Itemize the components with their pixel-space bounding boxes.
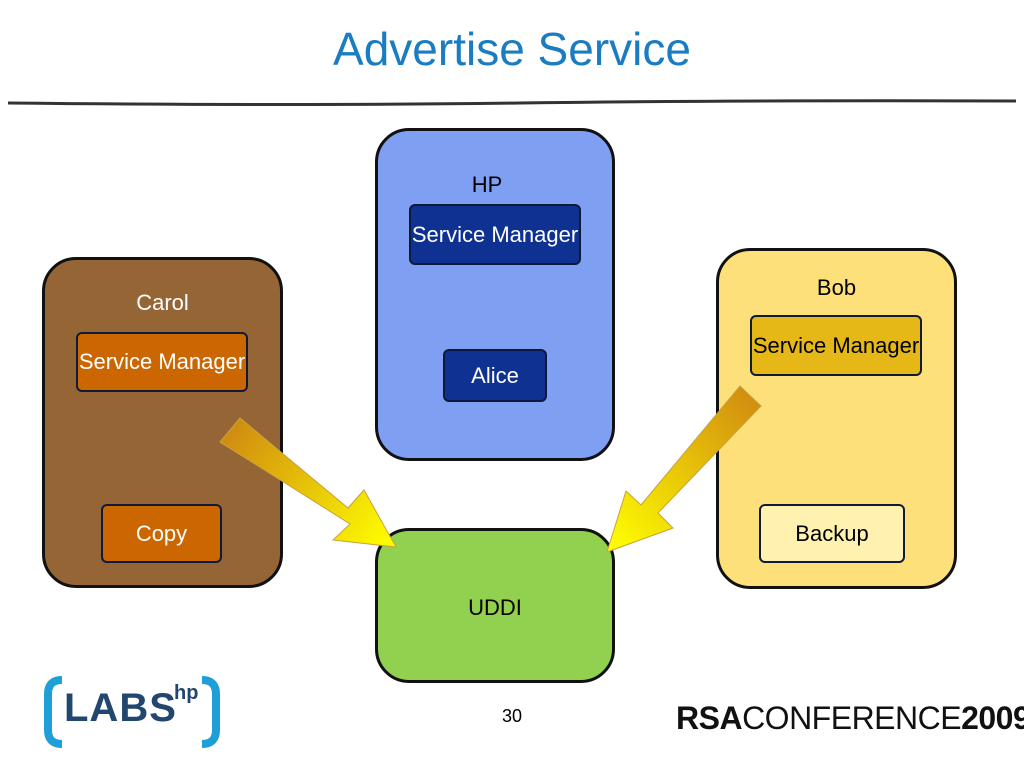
hp-service-manager[interactable]: Service Manager	[409, 204, 581, 265]
page-number: 30	[501, 706, 523, 726]
rsa-logo-prefix: RSA	[676, 700, 743, 736]
labs-logo-hp: hp	[174, 682, 199, 704]
carol-to-uddi-arrow	[219, 417, 397, 548]
backup-box[interactable]: Backup	[759, 504, 905, 563]
bob-label: Bob	[816, 275, 857, 300]
carol-service-manager[interactable]: Service Manager	[76, 332, 248, 392]
hp-label: HP	[471, 172, 503, 197]
hp-panel	[375, 128, 615, 461]
rsa-logo-conference: CONFERENCE	[742, 700, 962, 736]
bob-to-uddi-arrow	[606, 385, 762, 553]
rsa-conference-logo: RSACONFERENCE2009	[676, 700, 1024, 737]
labs-logo-text: LABS	[64, 686, 177, 730]
labs-bracket-icon	[44, 676, 220, 748]
rsa-logo-year: 2009	[961, 700, 1024, 736]
title-divider	[7, 99, 1017, 106]
labs-hp-logo: LABS hp	[44, 676, 220, 748]
alice-box[interactable]: Alice	[443, 349, 547, 402]
carol-label: Carol	[136, 290, 189, 315]
bob-service-manager[interactable]: Service Manager	[750, 315, 922, 376]
uddi-label: UDDI	[468, 595, 522, 620]
slide-title: Advertise Service	[333, 23, 691, 75]
carol-copy-box[interactable]: Copy	[101, 504, 222, 563]
uddi-panel	[375, 528, 615, 683]
